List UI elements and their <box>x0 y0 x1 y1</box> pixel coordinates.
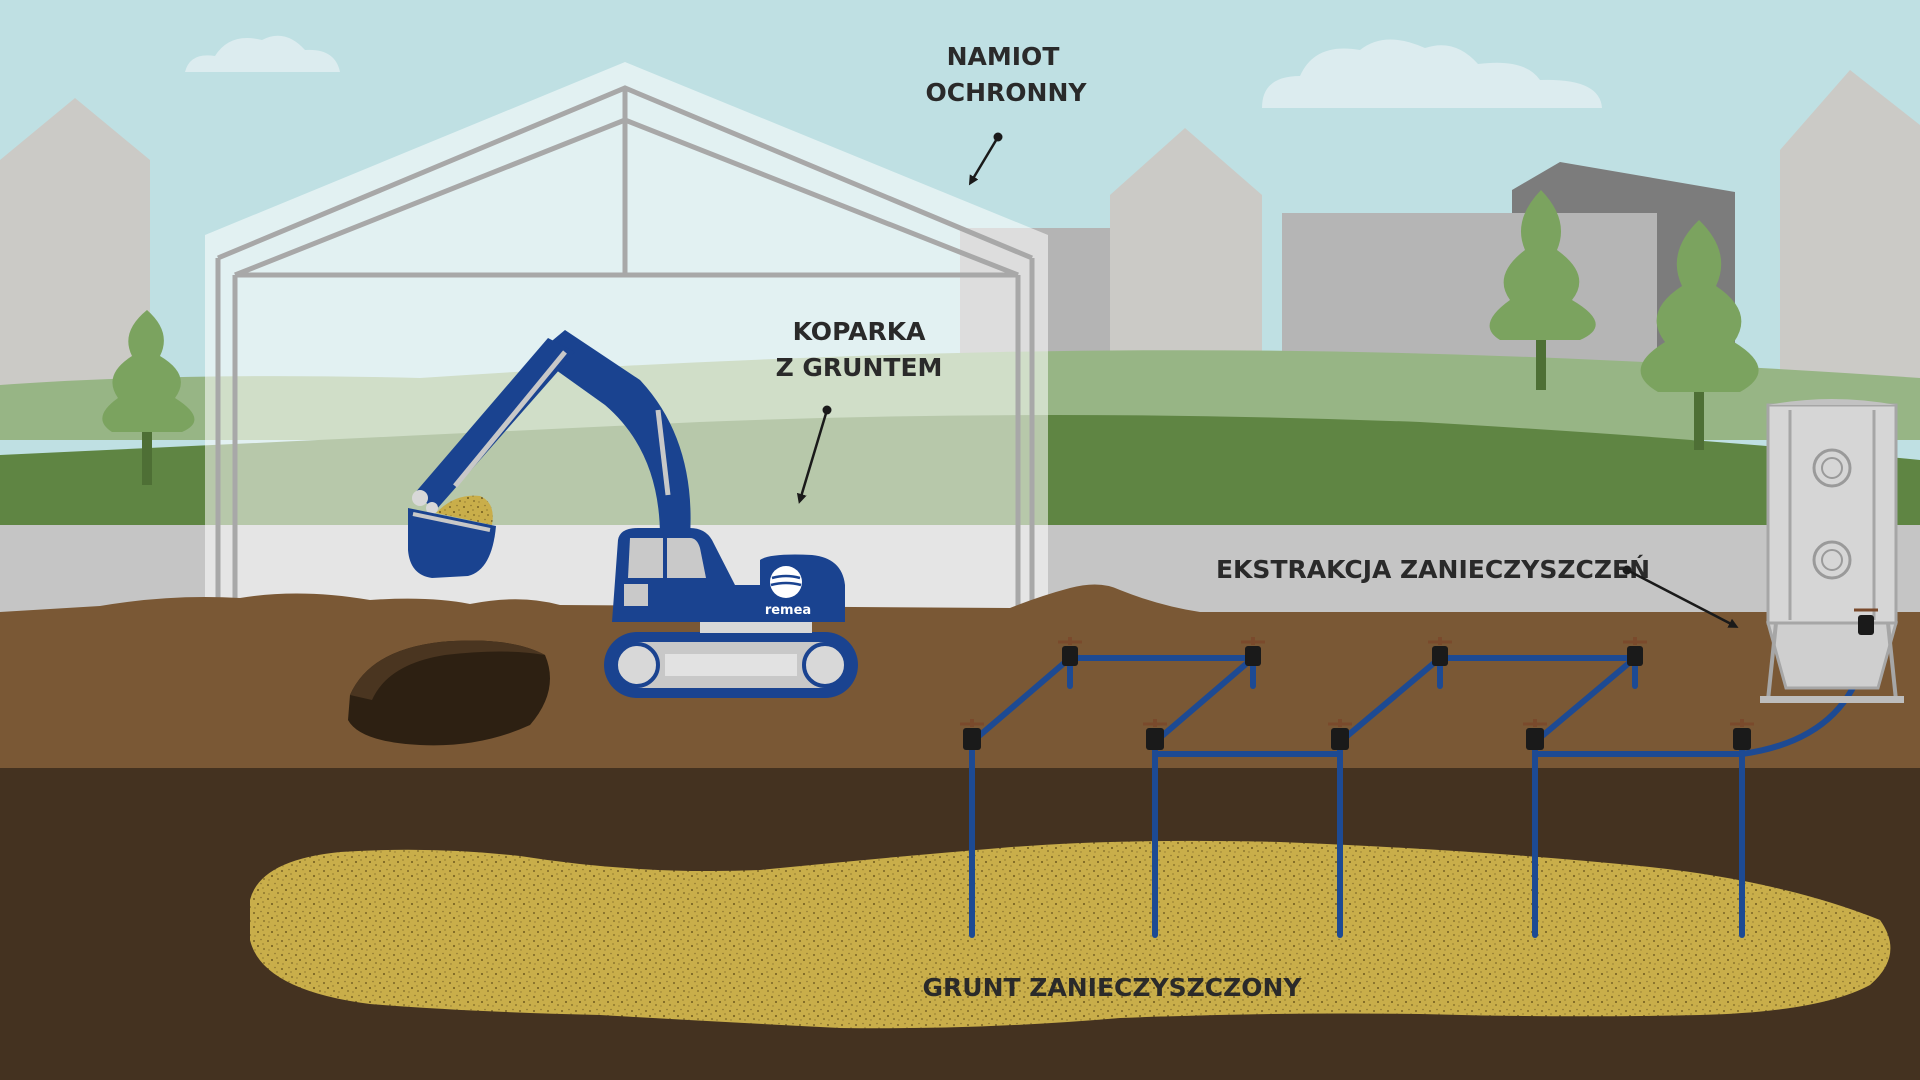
tree-center <box>1489 190 1596 390</box>
wellhead <box>1523 719 1547 750</box>
wellhead <box>1428 637 1452 666</box>
label-tent-line2: OCHRONNY <box>926 78 1088 107</box>
label-tent-line1: NAMIOT <box>947 42 1060 71</box>
excavator: remea <box>408 330 858 698</box>
building-right <box>1780 70 1920 440</box>
label-excavator-line1: KOPARKA <box>793 317 927 346</box>
wellhead <box>960 719 984 750</box>
contaminated-soil <box>250 840 1891 1029</box>
excavation-pit-rim <box>350 640 545 700</box>
building-left <box>0 98 150 440</box>
excavator-arm <box>414 338 575 510</box>
tree-right <box>1640 220 1759 450</box>
wellhead <box>1328 719 1352 750</box>
label-contaminated-soil: GRUNT ZANIECZYSZCZONY <box>923 973 1303 1002</box>
wellhead <box>1143 719 1167 750</box>
extraction-unit <box>1760 399 1904 703</box>
cloud-left <box>185 35 340 72</box>
brand-label: remea <box>765 603 811 618</box>
callout-extraction: EKSTRAKCJA ZANIECZYSZCZEŃ <box>1216 555 1739 628</box>
protective-tent <box>205 62 1048 612</box>
excavator-boom <box>535 330 691 537</box>
wellheads <box>960 637 1754 750</box>
label-excavator-line2: Z GRUNTEM <box>776 353 943 382</box>
cloud-right <box>1262 39 1602 108</box>
wellhead <box>1623 637 1647 666</box>
wellhead <box>1730 719 1754 750</box>
bucket-soil <box>436 495 493 525</box>
callout-excavator: KOPARKA Z GRUNTEM <box>776 317 943 504</box>
label-extraction: EKSTRAKCJA ZANIECZYSZCZEŃ <box>1216 555 1650 584</box>
callout-tent: NAMIOT OCHRONNY <box>926 42 1088 186</box>
excavator-tracks <box>604 632 858 698</box>
extraction-pipes <box>969 627 1869 938</box>
tree-left <box>102 310 195 485</box>
wellhead <box>1241 637 1265 666</box>
wellhead <box>1058 637 1082 666</box>
